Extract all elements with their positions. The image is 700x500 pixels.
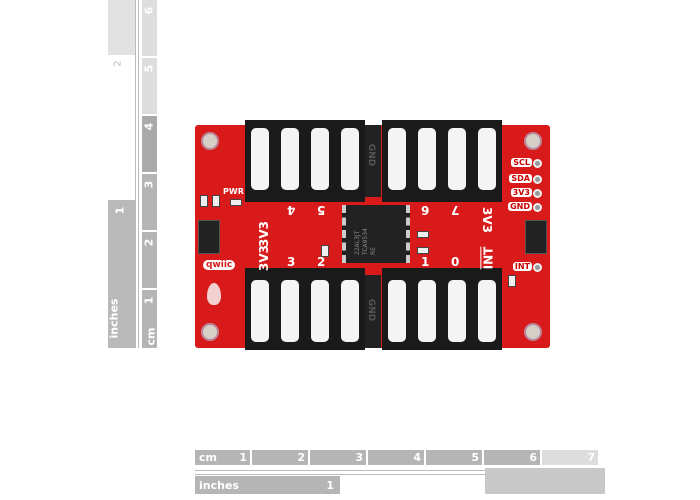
mounting-hole — [201, 132, 219, 150]
qwiic-connector-left[interactable] — [198, 220, 220, 254]
pin-label-int-header: INT — [512, 262, 532, 271]
pin-label-4: 4 — [287, 203, 296, 217]
ruler-inches-label: inches — [107, 298, 121, 339]
terminal-slot[interactable] — [382, 120, 412, 202]
terminal-slot[interactable] — [412, 120, 442, 202]
ruler-cm-seg-6: 6 — [484, 450, 540, 465]
vertical-ruler: 2 1 inches 6 5 4 3 2 1 cm — [105, 0, 157, 350]
chip-marking: 22AL3JT — [354, 230, 361, 255]
pwr-label: PWR — [223, 187, 244, 196]
ruler-cm-seg-3: 3 — [142, 174, 157, 230]
terminal-slot[interactable] — [335, 268, 365, 350]
ruler-cm-seg-4: 4 — [368, 450, 424, 465]
ruler-cm-seg-5: 5 — [426, 450, 482, 465]
chip-marking: RE — [370, 247, 377, 255]
terminal-slot[interactable] — [442, 268, 472, 350]
ruler-scale-line — [135, 0, 136, 348]
terminal-slot[interactable] — [382, 268, 412, 350]
ruler-inches-bar-faded — [108, 0, 135, 55]
qwiic-logo: qwiic — [203, 260, 236, 270]
resistor — [212, 195, 220, 207]
pin-label-int: INT — [481, 246, 496, 270]
terminal-slot[interactable] — [335, 120, 365, 202]
ruler-inches-bar: 1 inches — [107, 200, 135, 348]
ruler-cm-label: cm — [144, 327, 158, 346]
header-pin-3v3[interactable] — [533, 189, 542, 198]
terminal-slot[interactable] — [275, 268, 305, 350]
mounting-hole — [524, 132, 542, 150]
ruler-cm-label: cm — [199, 451, 217, 464]
terminal-slot[interactable] — [245, 268, 275, 350]
pin-label-top-3v3-right: 3V3 — [480, 207, 494, 233]
ruler-cm-seg-7: 7 — [542, 450, 598, 465]
ruler-cm-seg-2: 2 — [252, 450, 308, 465]
mounting-hole — [201, 323, 219, 341]
ruler-scale-line — [138, 0, 139, 348]
header-pin-gnd[interactable] — [533, 203, 542, 212]
terminal-slot[interactable] — [305, 268, 335, 350]
pin-label-1: 1 — [421, 255, 430, 269]
ruler-inches-label: inches — [199, 479, 239, 492]
terminal-slot[interactable] — [472, 120, 502, 202]
io-expander-chip: 22AL3JT TCA9534 RE — [342, 205, 410, 263]
qwiic-connector-right[interactable] — [525, 220, 547, 254]
pin-label-3v3: 3V3 — [510, 188, 532, 197]
ruler-cm-seg-5: 5 — [142, 58, 157, 114]
pin-label-6: 6 — [421, 203, 430, 217]
ruler-cm-seg-3: 3 — [310, 450, 366, 465]
pin-label-bottom-3v3: 3V3 — [257, 245, 271, 271]
terminal-slot[interactable] — [442, 120, 472, 202]
terminal-slot[interactable] — [305, 120, 335, 202]
pin-label-gnd: GND — [508, 202, 532, 211]
pin-label-0: 0 — [451, 255, 460, 269]
terminal-slot[interactable] — [275, 120, 305, 202]
terminal-slot[interactable] — [472, 268, 502, 350]
chip-marking: TCA9534 — [362, 228, 369, 255]
gnd-rail-bottom: GND — [365, 275, 381, 348]
ruler-cm-seg-1: 1 cm — [142, 290, 157, 348]
pwr-led — [230, 199, 242, 206]
ruler-cm-seg-2: 2 — [142, 232, 157, 288]
terminal-slot[interactable] — [245, 120, 275, 202]
pcb-board: GND GND 3V3 4 5 6 7 3V3 3V3 3 2 1 0 INT … — [195, 120, 550, 350]
ruler-cm-seg-4: 4 — [142, 116, 157, 172]
pin-label-5: 5 — [317, 203, 326, 217]
ruler-inch-tick-2: 2 — [112, 60, 124, 67]
ruler-inch-tick-1: 1 — [113, 206, 127, 215]
pin-label-2: 2 — [317, 255, 326, 269]
resistor — [417, 231, 429, 238]
pin-label-7: 7 — [451, 203, 460, 217]
header-pin-int[interactable] — [533, 263, 542, 272]
pin-label-sda: SDA — [509, 174, 532, 183]
ruler-scale-line — [195, 474, 605, 475]
resistor — [200, 195, 208, 207]
resistor — [508, 275, 516, 287]
pin-label-scl: SCL — [511, 158, 532, 167]
ruler-scale-line — [195, 470, 605, 471]
sparkfun-flame-logo — [207, 283, 221, 305]
pin-label-top-3v3-left: 3V3 — [257, 221, 271, 247]
resistor — [417, 247, 429, 254]
ruler-inches-bar-faded — [485, 468, 605, 494]
header-pin-scl[interactable] — [533, 159, 542, 168]
mounting-hole — [524, 323, 542, 341]
capacitor — [321, 245, 329, 257]
gnd-rail-top: GND — [365, 125, 381, 197]
terminal-slot[interactable] — [412, 268, 442, 350]
ruler-cm-seg-6: 6 — [142, 0, 157, 56]
pin-label-3: 3 — [287, 255, 296, 269]
header-pin-sda[interactable] — [533, 175, 542, 184]
